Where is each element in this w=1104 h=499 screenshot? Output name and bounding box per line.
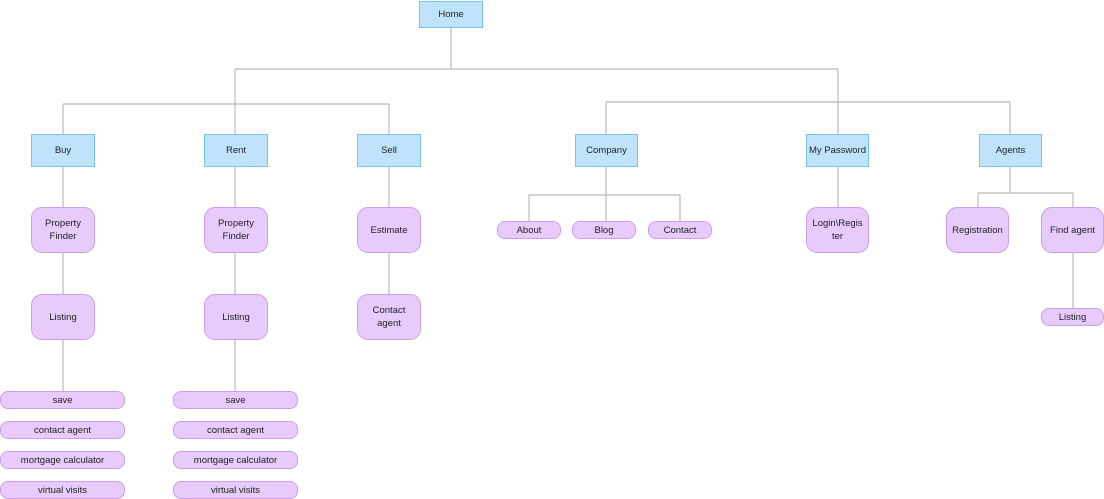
- node-buy-virtual-visits-label: virtual visits: [37, 484, 88, 496]
- node-rent-virtual-visits: virtual visits: [173, 481, 298, 499]
- node-buy-label: Buy: [54, 145, 72, 156]
- node-buy-virtual-visits: virtual visits: [0, 481, 125, 499]
- node-sell-label: Sell: [381, 145, 397, 156]
- node-buy-contact-agent: contact agent: [0, 421, 125, 439]
- node-rent-property-finder: Property Finder: [204, 207, 268, 253]
- node-buy-save-label: save: [52, 394, 73, 406]
- node-rent-listing-label: Listing: [222, 311, 250, 323]
- node-company: Company: [575, 134, 638, 167]
- node-sell-estimate-label: Estimate: [370, 224, 408, 236]
- node-login-register: Login\Regis ter: [806, 207, 869, 253]
- node-agents-listing-label: Listing: [1058, 311, 1087, 323]
- node-sell-estimate: Estimate: [357, 207, 421, 253]
- node-agents-listing: Listing: [1041, 308, 1104, 326]
- node-rent-contact-agent: contact agent: [173, 421, 298, 439]
- node-sell-contact-agent-line2: agent: [377, 318, 401, 329]
- node-company-blog: Blog: [572, 221, 636, 239]
- node-company-contact: Contact: [648, 221, 712, 239]
- node-home: Home: [419, 1, 483, 28]
- node-rent-mortgage-calculator: mortgage calculator: [173, 451, 298, 469]
- node-rent-label: Rent: [225, 145, 247, 156]
- node-my-password-label: My Password: [808, 145, 866, 156]
- node-buy-contact-agent-label: contact agent: [33, 424, 92, 436]
- node-agents-label: Agents: [995, 145, 1026, 156]
- node-buy-property-finder-line2: Finder: [49, 231, 77, 242]
- node-buy-listing-label: Listing: [49, 311, 77, 323]
- node-my-password: My Password: [806, 134, 869, 167]
- node-sell-contact-agent: Contact agent: [357, 294, 421, 340]
- node-login-register-line2: ter: [831, 231, 844, 242]
- node-buy-mortgage-calculator-label: mortgage calculator: [20, 454, 105, 466]
- node-rent-property-finder-line1: Property: [218, 218, 254, 229]
- node-rent-mortgage-calculator-label: mortgage calculator: [193, 454, 278, 466]
- node-rent-listing: Listing: [204, 294, 268, 340]
- node-sell-contact-agent-line1: Contact: [372, 305, 406, 316]
- node-company-blog-label: Blog: [594, 224, 614, 236]
- node-buy-mortgage-calculator: mortgage calculator: [0, 451, 125, 469]
- node-agents-find-agent-label: Find agent: [1050, 224, 1095, 236]
- node-company-contact-label: Contact: [663, 224, 697, 236]
- node-login-register-line1: Login\Regis: [812, 218, 863, 229]
- node-buy-property-finder: Property Finder: [31, 207, 95, 253]
- node-buy-listing: Listing: [31, 294, 95, 340]
- node-rent-save-label: save: [225, 394, 246, 406]
- node-rent-property-finder-line2: Finder: [222, 231, 250, 242]
- node-company-about-label: About: [516, 224, 542, 236]
- node-buy-save: save: [0, 391, 125, 409]
- node-rent-virtual-visits-label: virtual visits: [210, 484, 261, 496]
- node-agents-registration: Registration: [946, 207, 1009, 253]
- node-company-about: About: [497, 221, 561, 239]
- node-rent-save: save: [173, 391, 298, 409]
- node-agents-registration-label: Registration: [952, 224, 1003, 236]
- node-company-label: Company: [586, 145, 627, 156]
- node-agents-find-agent: Find agent: [1041, 207, 1104, 253]
- node-rent: Rent: [204, 134, 268, 167]
- node-home-label: Home: [438, 9, 464, 20]
- node-buy-property-finder-line1: Property: [45, 218, 81, 229]
- node-agents: Agents: [979, 134, 1042, 167]
- node-buy: Buy: [31, 134, 95, 167]
- node-sell: Sell: [357, 134, 421, 167]
- node-rent-contact-agent-label: contact agent: [206, 424, 265, 436]
